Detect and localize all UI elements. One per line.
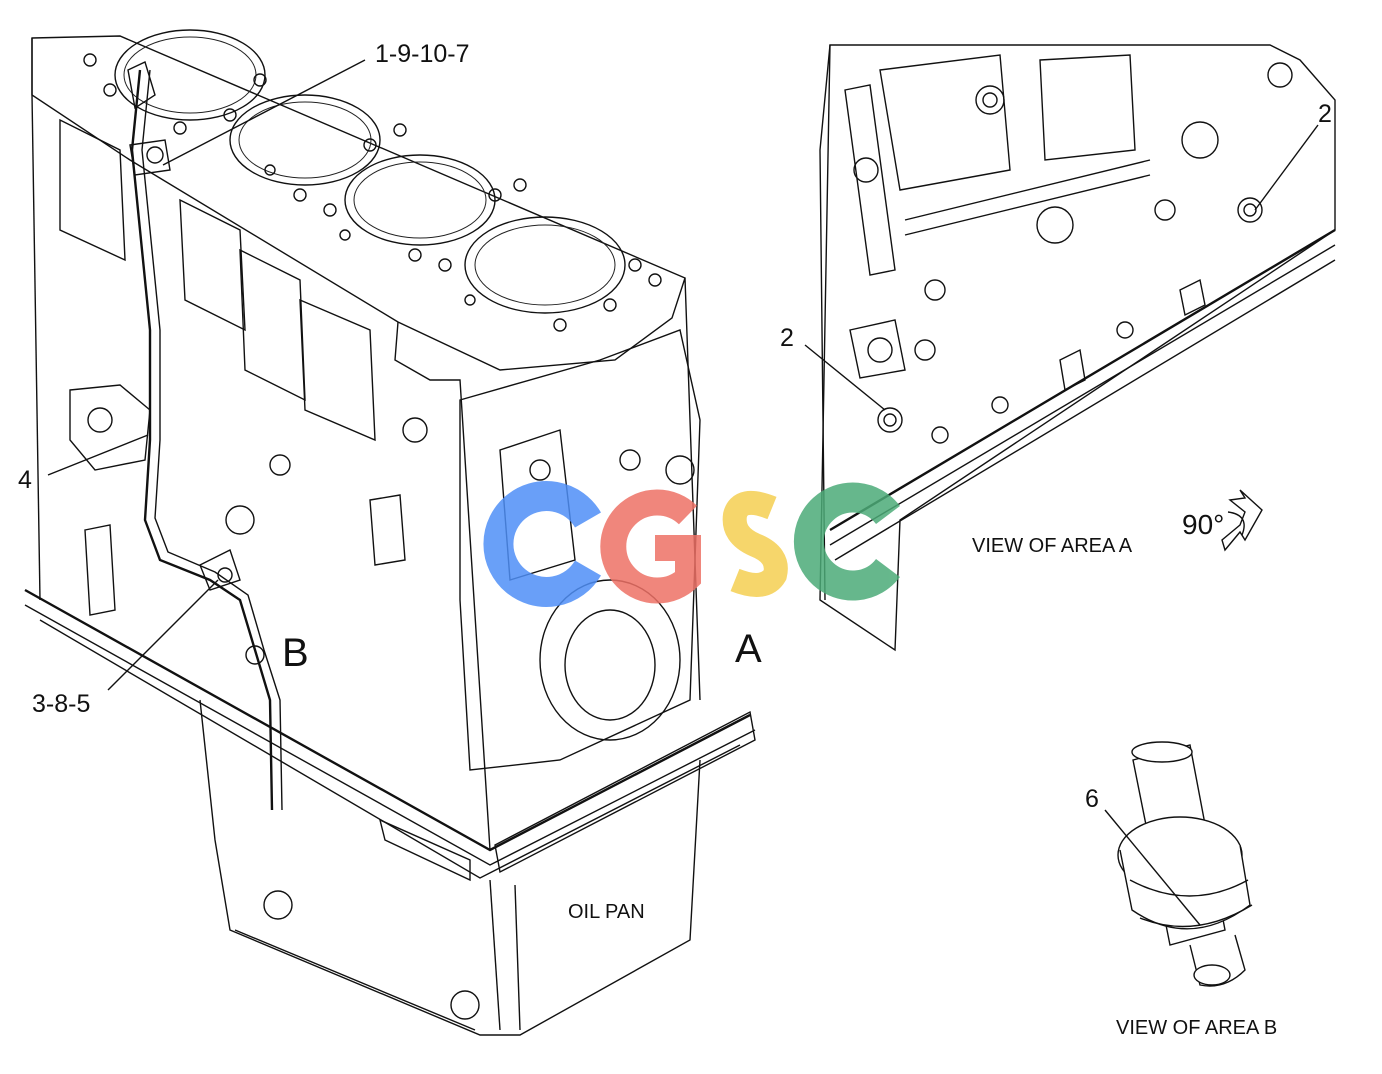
leader-1-9-10-7	[162, 59, 366, 166]
oil-pan	[199, 699, 701, 1036]
oil-pan-label: OIL PAN	[568, 901, 645, 923]
watermark-letter-g	[600, 489, 701, 604]
callout-2-lower: 2	[780, 324, 794, 352]
area-letter-a: A	[735, 627, 762, 671]
leader-2-lower	[804, 344, 886, 411]
leader-2-upper	[1254, 124, 1319, 211]
dipstick-tube	[127, 61, 283, 811]
area-letter-b: B	[282, 631, 309, 675]
area-a-detail-illustration	[804, 44, 1336, 652]
leader-4	[47, 434, 149, 476]
watermark-letter-c1	[483, 481, 601, 607]
watermark-letter-c2	[793, 482, 900, 601]
view-of-area-b-caption: VIEW OF AREA B	[1116, 1017, 1277, 1039]
deck-bolt-holes	[83, 53, 662, 332]
engine-block-illustration	[24, 29, 756, 1036]
callout-6: 6	[1085, 785, 1099, 813]
area-b-detail-illustration	[1104, 741, 1253, 987]
cgsc-watermark-logo	[483, 481, 900, 607]
leader-3-8-5	[107, 579, 219, 691]
watermark-letter-s	[722, 490, 788, 597]
view-of-area-a-caption: VIEW OF AREA A	[972, 535, 1133, 557]
rotation-arrow-icon	[1221, 489, 1263, 552]
callout-3-8-5: 3-8-5	[32, 690, 90, 718]
leader-6	[1104, 809, 1201, 926]
callout-1-9-10-7: 1-9-10-7	[375, 40, 470, 68]
callout-4: 4	[18, 466, 32, 494]
rotation-label: 90°	[1182, 509, 1224, 540]
callout-2-upper: 2	[1318, 100, 1332, 128]
cylinder-bores	[114, 29, 626, 314]
